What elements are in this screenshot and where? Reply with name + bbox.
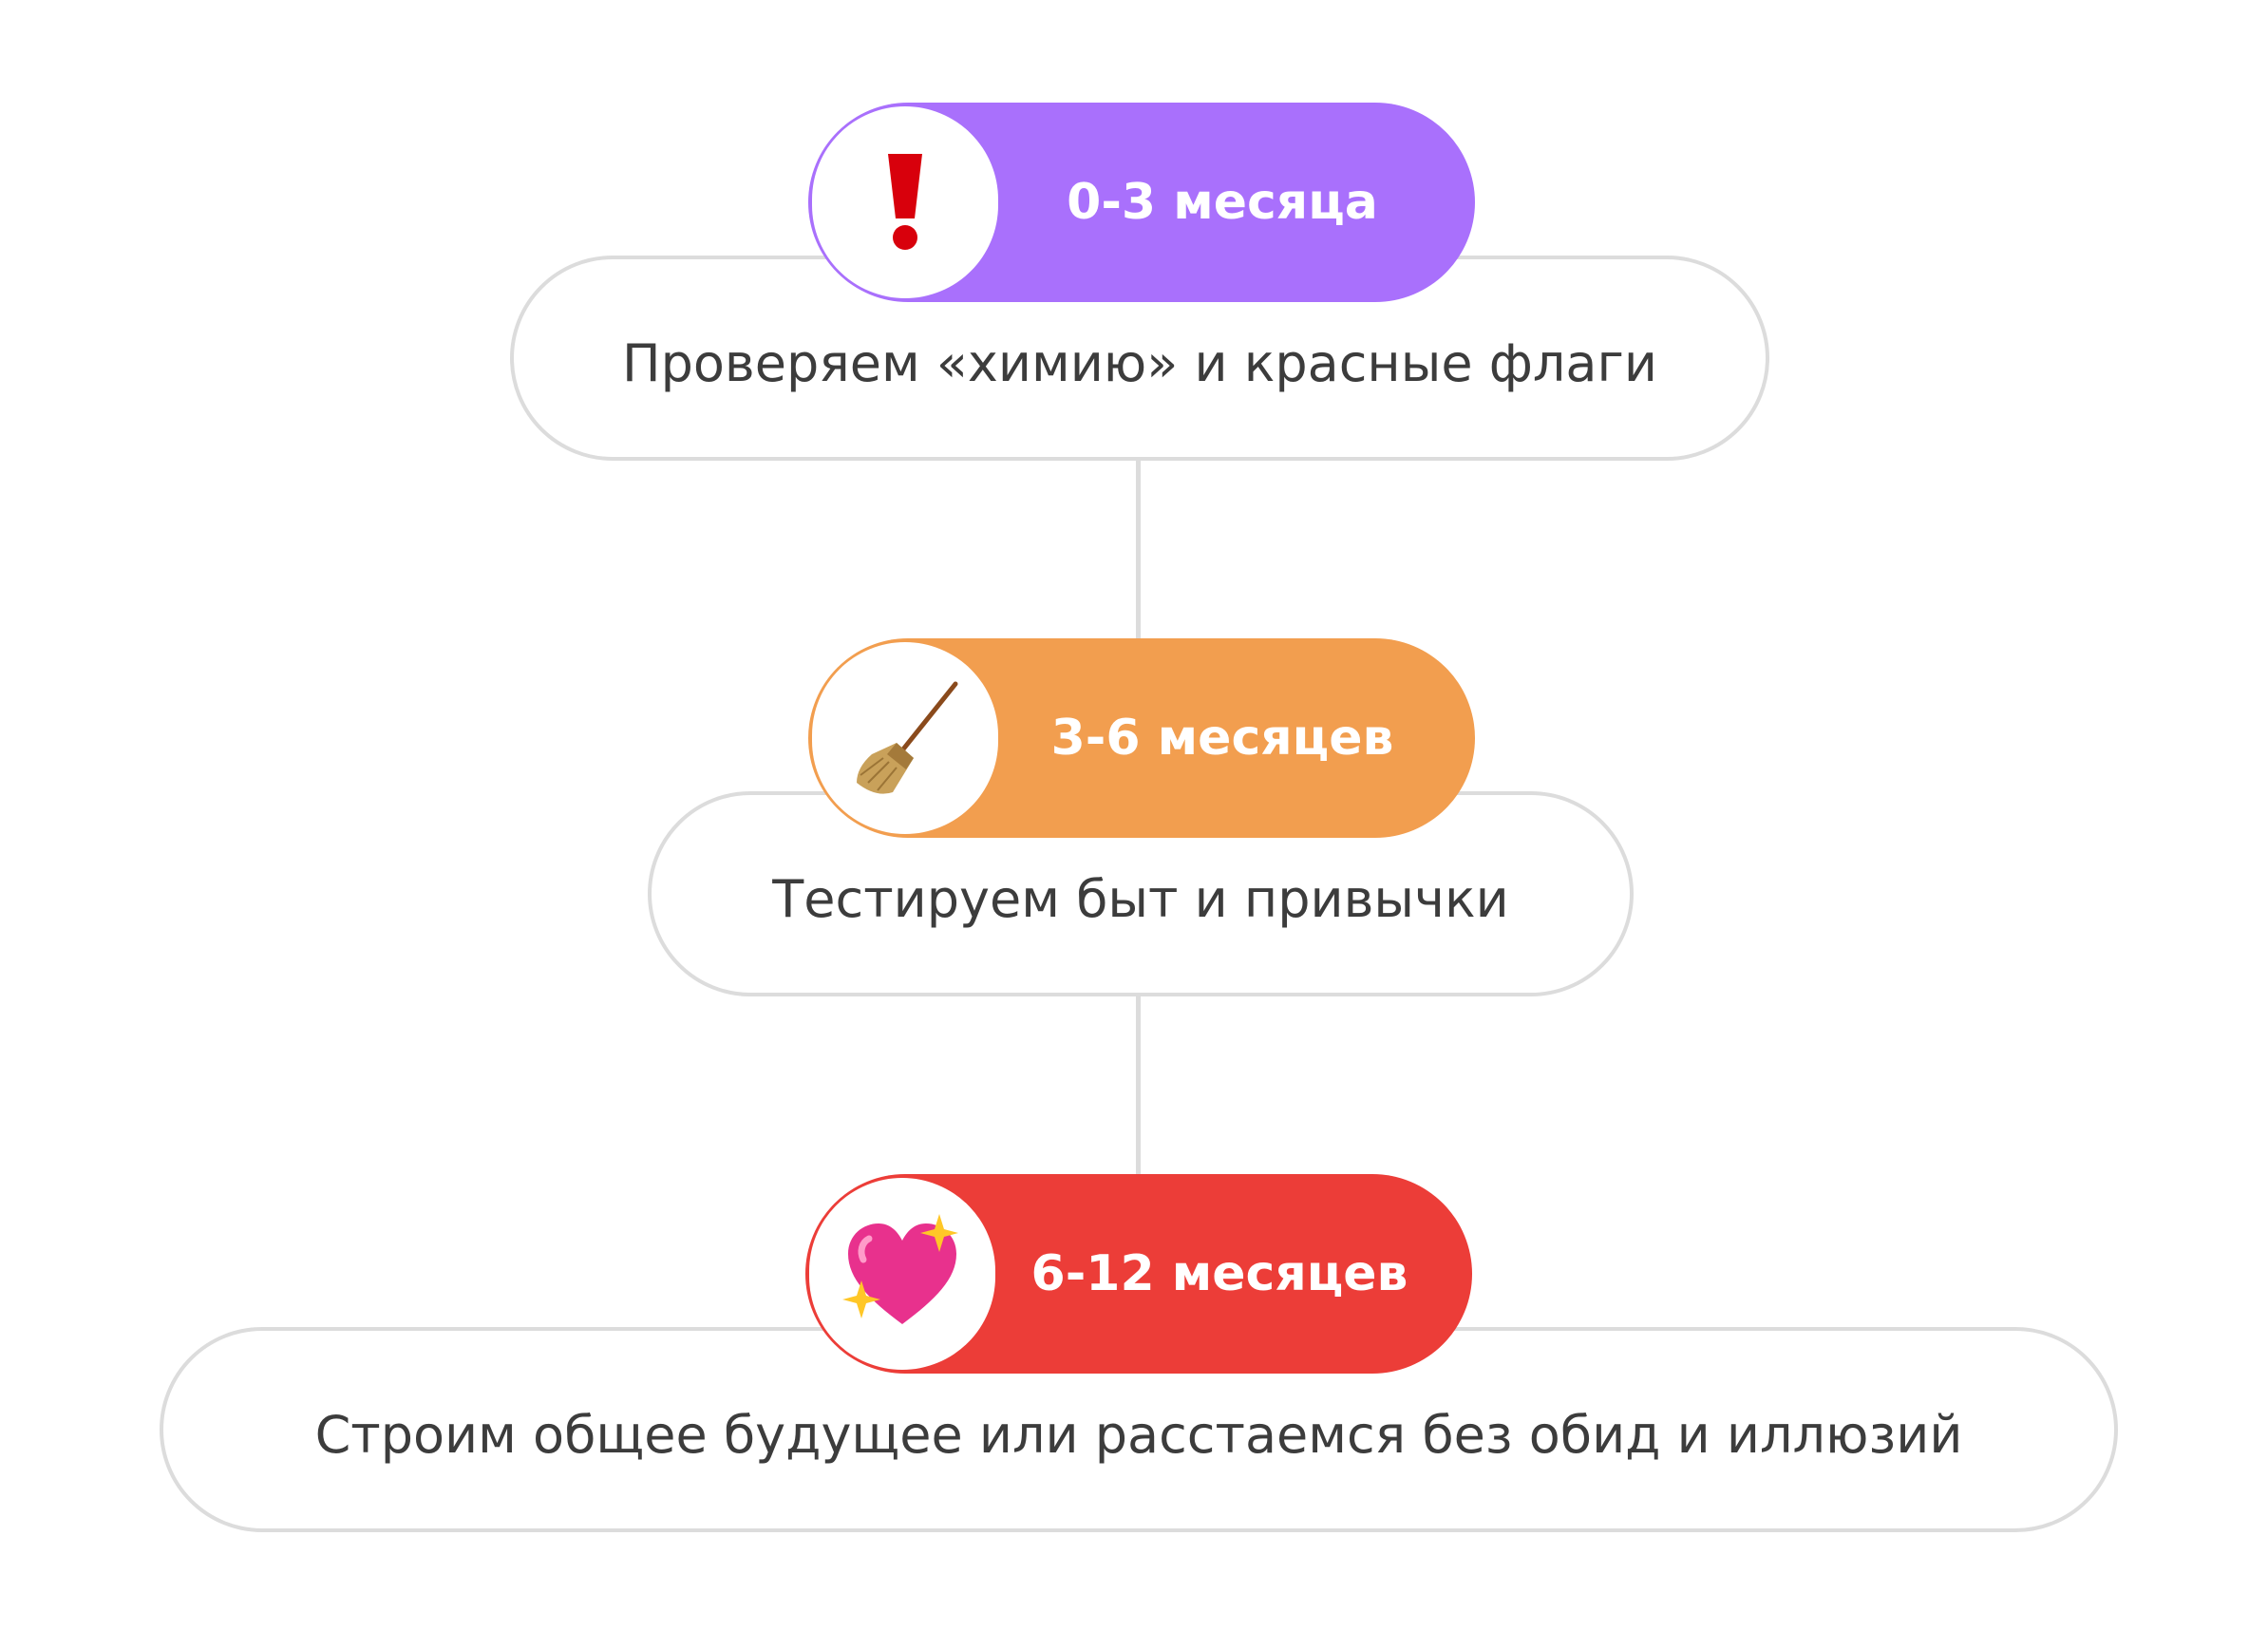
stage-2-pill: 3-6 месяцев <box>808 638 1475 838</box>
exclamation-icon <box>812 106 998 298</box>
connector-line-1 <box>1136 458 1141 638</box>
stage-3-pill: 6-12 месяцев <box>805 1174 1472 1374</box>
stage-2-description: Тестируем быт и привычки <box>772 868 1509 929</box>
stage-1-period: 0-3 месяца <box>1067 174 1378 231</box>
broom-icon <box>812 642 998 834</box>
stage-3-description: Строим общее будущее или расстаемся без … <box>314 1404 1963 1465</box>
stage-1-description: Проверяем «химию» и красные флаги <box>622 332 1657 393</box>
stage-2-period: 3-6 месяцев <box>1050 710 1394 767</box>
connector-line-2 <box>1136 994 1141 1174</box>
stage-3-period: 6-12 месяцев <box>1030 1245 1408 1302</box>
stage-1-pill: 0-3 месяца <box>808 103 1475 302</box>
sparkling-heart-icon <box>809 1178 995 1370</box>
